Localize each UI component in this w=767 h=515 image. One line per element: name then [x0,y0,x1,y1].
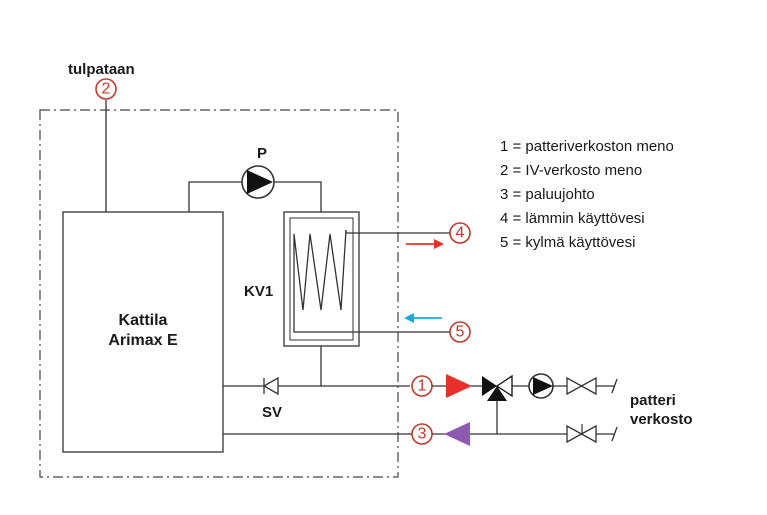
boiler [62,211,224,453]
enclosure-boundary [39,109,399,478]
marker-5 [449,321,471,343]
label-kv1: KV1 [244,283,273,300]
legend-item-1: 1 = patteriverkoston meno [500,138,674,155]
pump-arrow-icon [247,170,273,194]
pipe-pump-loop [188,181,242,212]
legend-item-5: 5 = kylmä käyttövesi [500,234,635,251]
pipe-hot-water-out [345,230,456,234]
legend-item-4: 4 = lämmin käyttövesi [500,210,645,227]
legend-item-3: 3 = paluujohto [500,186,595,203]
mixing-valve-bottom-icon [487,386,507,401]
legend: 1 = patteriverkoston meno 2 = IV-verkost… [500,138,674,251]
marker-1-number: 1 [418,378,427,395]
label-network-line2: verkosto [630,411,693,428]
label-pump: P [257,145,267,162]
check-valve-icon [262,376,279,396]
pipe-break-return [611,426,618,442]
marker-5-number: 5 [456,324,465,341]
pipe-pump-to-hx [274,181,322,212]
hot-water-arrow-icon [434,239,444,249]
label-sv: SV [262,404,282,421]
marker-2 [95,78,117,100]
supply-arrow-icon [446,374,472,398]
circulation-pump-arrow-icon [533,377,553,395]
heat-exchanger-inner [289,217,354,341]
label-tulpataan: tulpataan [68,61,135,78]
boiler-label-line1: Kattila [119,312,168,329]
marker-4 [449,222,471,244]
legend-item-2: 2 = IV-verkosto meno [500,162,642,179]
heat-exchanger-coil [293,229,456,333]
marker-2-number: 2 [102,81,111,98]
mixing-valve-right-icon [495,374,513,398]
marker-3-number: 3 [418,426,427,443]
boiler-label-line2: Arimax E [108,332,178,349]
return-arrow-icon [444,422,470,446]
shutoff-valve-supply-icon [566,376,597,396]
cold-water-arrow-icon [404,313,414,323]
mixing-valve-left-icon [482,376,497,396]
pipe-break-supply [611,378,618,394]
marker-4-number: 4 [456,225,465,242]
heat-exchanger [283,211,360,347]
label-network-line1: patteri [630,392,676,409]
